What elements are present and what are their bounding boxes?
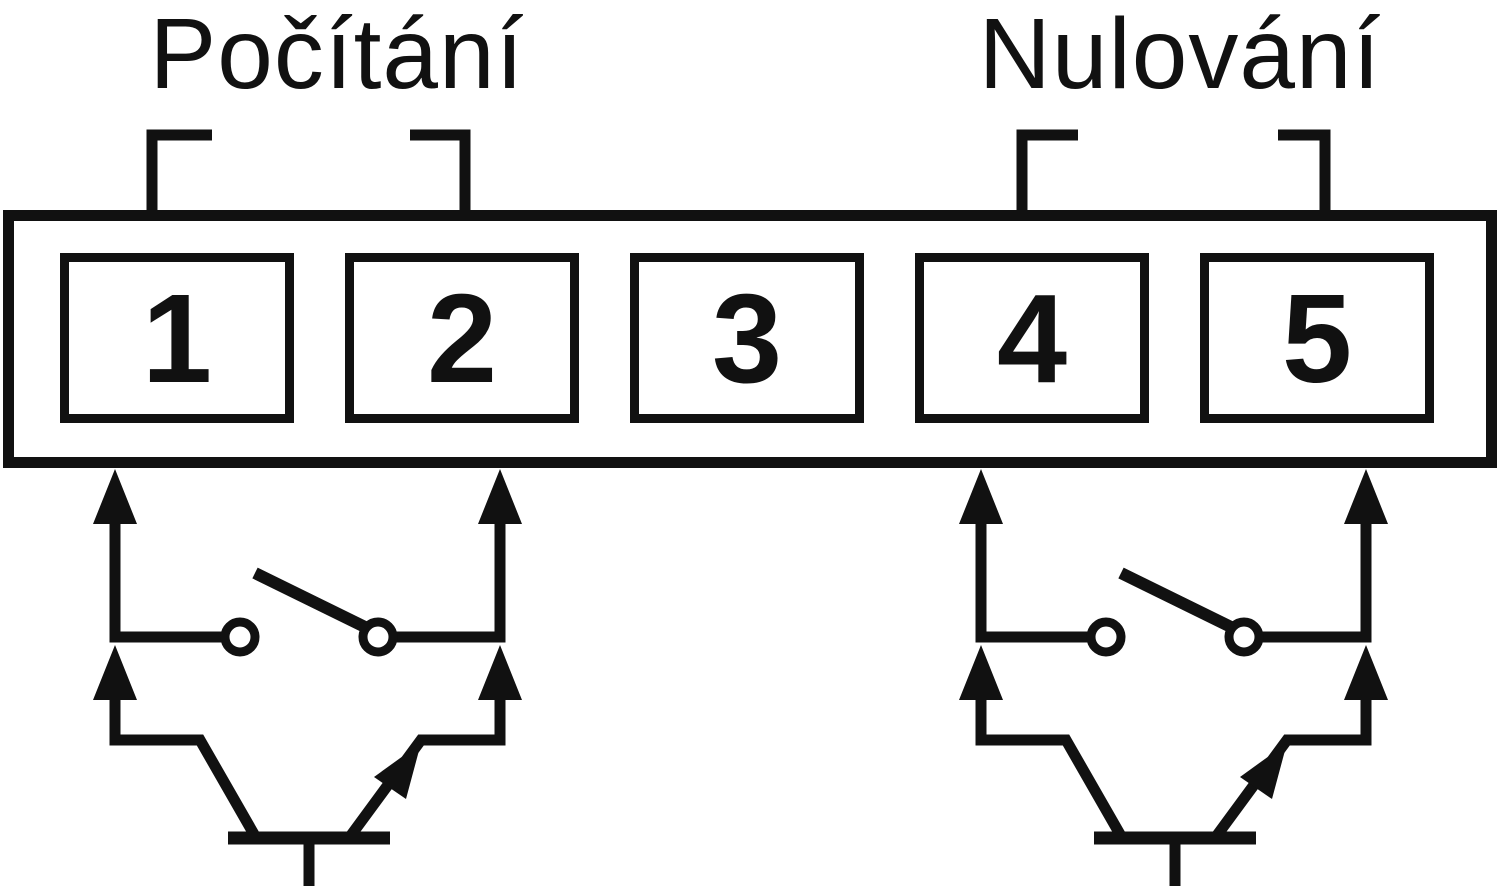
up-arrow-icon bbox=[93, 645, 137, 700]
up-arrow-icon bbox=[1344, 645, 1388, 700]
reset-bracket bbox=[1016, 129, 1331, 215]
terminal-4: 4 bbox=[915, 253, 1149, 423]
switch-lever bbox=[1118, 567, 1236, 634]
up-arrow-icon bbox=[959, 645, 1003, 700]
terminal-2-box bbox=[345, 253, 579, 423]
npn-transistor-icon bbox=[975, 695, 1372, 886]
terminal-5-number: 5 bbox=[1282, 268, 1352, 409]
up-arrow-icon bbox=[478, 469, 522, 524]
up-arrow-icon bbox=[1344, 469, 1388, 524]
terminal-3-number: 3 bbox=[712, 268, 782, 409]
terminal-1: 1 bbox=[60, 253, 294, 423]
switch-wire-right bbox=[393, 520, 506, 643]
switch-lever bbox=[252, 567, 370, 634]
npn-transistor-icon bbox=[109, 695, 506, 886]
up-arrow-icon bbox=[478, 645, 522, 700]
counting-bracket bbox=[146, 129, 471, 215]
open-contact-switch-icon bbox=[220, 567, 398, 657]
emitter-arrow-icon bbox=[1240, 743, 1287, 799]
transistor-collector-wire bbox=[975, 695, 1126, 839]
switch-wire-left bbox=[975, 520, 1092, 643]
switch-contact-left bbox=[220, 617, 260, 657]
transistor-collector-wire bbox=[109, 695, 260, 839]
up-arrow-icon bbox=[959, 469, 1003, 524]
terminal-5: 5 bbox=[1200, 253, 1434, 423]
terminal-2-number: 2 bbox=[427, 268, 497, 409]
switch-wire-left bbox=[109, 520, 226, 643]
transistor-emitter-wire bbox=[344, 695, 506, 842]
reset-bracket-right-tick bbox=[1278, 129, 1331, 215]
switch-contact-right bbox=[1224, 617, 1264, 657]
switch-contact-right bbox=[358, 617, 398, 657]
terminal-3-box bbox=[630, 253, 864, 423]
open-contact-switch-icon bbox=[1086, 567, 1264, 657]
switch-contact-left bbox=[1086, 617, 1126, 657]
terminal-3: 3 bbox=[630, 253, 864, 423]
up-arrow-icon bbox=[93, 469, 137, 524]
terminal-1-number: 1 bbox=[142, 268, 212, 409]
counting-label: Počítání bbox=[150, 0, 525, 110]
transistor-emitter-wire bbox=[1210, 695, 1372, 842]
reset-input-circuit bbox=[959, 469, 1388, 886]
terminal-4-number: 4 bbox=[997, 268, 1067, 409]
emitter-arrow-icon bbox=[374, 743, 421, 799]
counting-bracket-left-tick bbox=[146, 129, 212, 215]
counting-bracket-right-tick bbox=[410, 129, 471, 215]
terminal-5-box bbox=[1200, 253, 1434, 423]
counting-input-circuit bbox=[93, 469, 522, 886]
reset-label: Nulování bbox=[979, 0, 1382, 110]
reset-bracket-left-tick bbox=[1016, 129, 1078, 215]
terminal-4-box bbox=[915, 253, 1149, 423]
terminal-1-box bbox=[60, 253, 294, 423]
terminal-2: 2 bbox=[345, 253, 579, 423]
switch-wire-right bbox=[1259, 520, 1372, 643]
